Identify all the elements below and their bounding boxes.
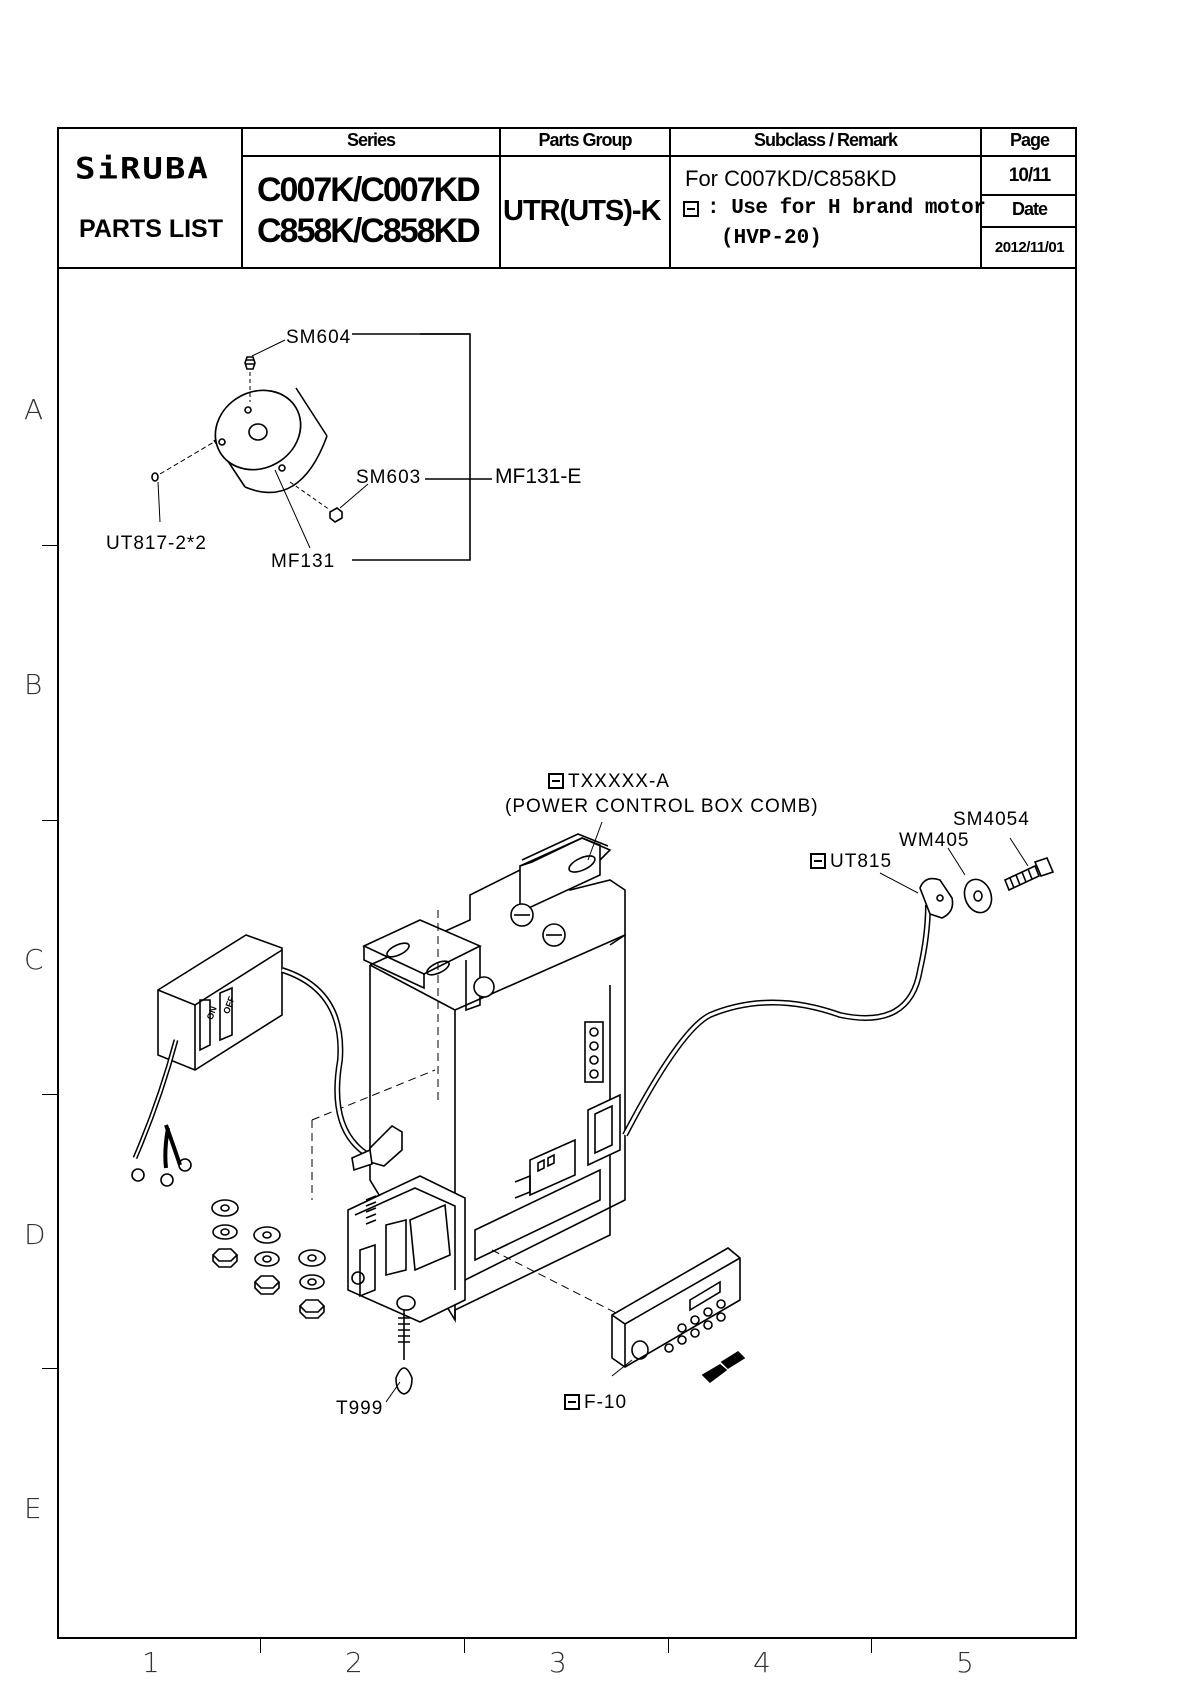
label-ut817: UT817-2*2 [106, 533, 207, 555]
label-ut815: UT815 [830, 851, 892, 873]
label-sm604: SM604 [286, 327, 351, 349]
h-brand-box-icon-f10 [564, 1394, 580, 1410]
label-t999: T999 [336, 1398, 383, 1420]
label-power-control-box: (POWER CONTROL BOX COMB) [505, 796, 819, 818]
label-txxxxx-a: TXXXXX-A [568, 771, 670, 793]
label-sm603: SM603 [356, 467, 421, 489]
coupling-drawing [152, 334, 492, 560]
label-mf131-e: MF131-E [495, 465, 581, 489]
label-mf131: MF131 [271, 551, 335, 573]
label-wm405: WM405 [899, 830, 969, 852]
control-box-drawing [132, 822, 1053, 1402]
h-brand-box-icon-ut815 [810, 853, 826, 869]
label-f-10: F-10 [584, 1392, 627, 1414]
label-sm4054: SM4054 [953, 809, 1030, 831]
h-brand-box-icon-txxxxx [548, 773, 564, 789]
